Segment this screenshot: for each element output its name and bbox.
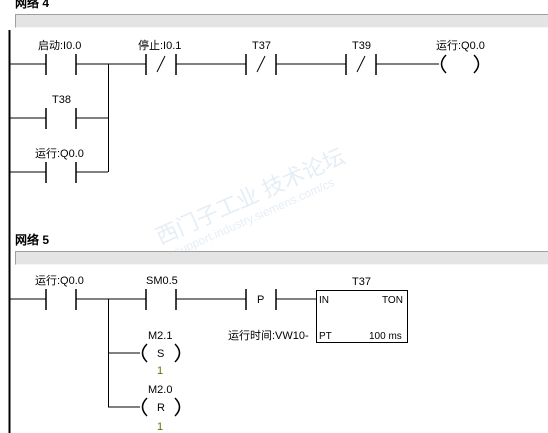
contact-run-net5-label: 运行:Q0.0 [35,274,84,287]
contact-start-i00 [45,54,77,75]
contact-stop-i01 [145,54,177,75]
contact-t38-label: T38 [52,94,71,106]
contact-t39 [345,54,377,75]
contact-start-label: 启动:I0.0 [38,39,81,52]
positive-edge-contact [245,289,277,310]
network-5-comment-bar[interactable] [15,251,548,265]
positive-edge-label: P [257,294,264,306]
contact-seal-in-label: 运行:Q0.0 [35,147,84,160]
timer-pt-pin: PT [319,331,332,342]
contact-t39-label: T39 [352,40,371,52]
contact-sm05-label: SM0.5 [146,275,178,287]
network-4-rung [10,63,439,173]
contact-t37-label: T37 [252,40,271,52]
set-coil-count: 1 [157,365,163,377]
network-5-rung [10,298,316,408]
reset-coil-address: M2.0 [148,384,172,396]
network-4-comment-bar[interactable] [15,14,548,28]
contact-stop-label: 停止:I0.1 [138,38,181,52]
timer-base: 100 ms [369,331,402,342]
contact-t37 [245,54,277,75]
network-4-title: 网络 4 [15,0,50,10]
timer-type: TON [382,295,403,306]
set-coil-op: S [157,348,164,360]
timer-in-pin: IN [319,295,329,306]
coil-run-q00 [440,54,480,74]
contact-run-q00-net5 [45,289,77,310]
reset-coil-count: 1 [157,421,163,433]
reset-coil-m20 [141,397,181,417]
contact-t38 [45,108,77,129]
timer-preset-input: 运行时间:VW10- [228,329,309,342]
network-5-title: 网络 5 [15,233,50,247]
set-coil-address: M2.1 [148,330,172,342]
timer-t37-block [316,290,408,343]
contact-run-seal-in [45,162,77,183]
contact-sm05 [145,289,177,310]
coil-run-label: 运行:Q0.0 [436,39,485,52]
set-coil-m21 [141,343,181,363]
timer-name: T37 [352,276,371,288]
reset-coil-op: R [157,402,165,414]
